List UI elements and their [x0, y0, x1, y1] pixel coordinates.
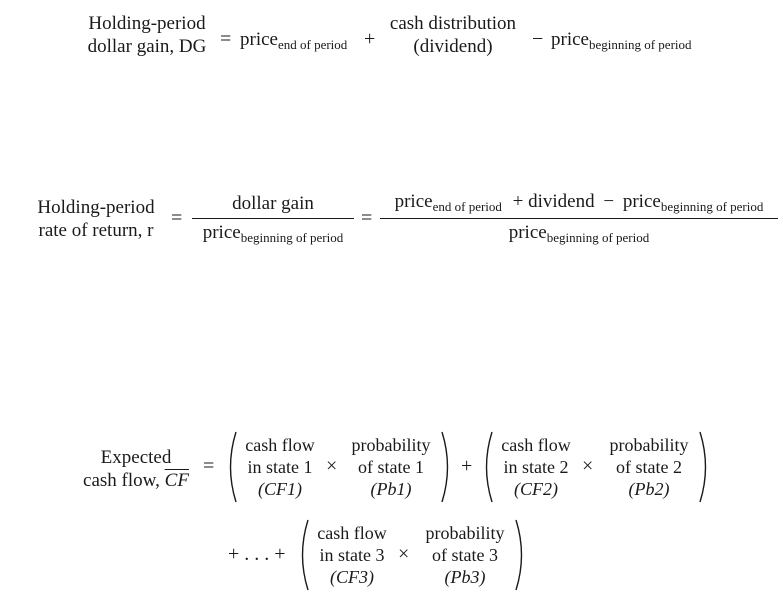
eq2-frac1-denominator: pricebeginning of period [199, 219, 348, 246]
eq2-num-price-begin: price [622, 191, 661, 212]
eq2-lhs-line2-text: rate of return, r [38, 220, 154, 241]
eq3-s1-pb-l1: probability [351, 435, 431, 455]
eq1-price-begin-base: price [551, 29, 589, 50]
eq3-s1-pb-l2: of state 1 [358, 457, 424, 477]
eq3-equals: = [203, 455, 215, 477]
eq1-price-begin: pricebeginning of period [551, 29, 692, 53]
eq3-s2-cf-l3: (CF2) [514, 479, 558, 499]
eq3-s2-pb-l3: (Pb2) [628, 479, 670, 499]
eq3-s3-pb-l3: (Pb3) [444, 567, 486, 587]
eq3-lhs: Expected cash flow, CF [66, 446, 206, 492]
eq3-prob-state-2: probability of state 2 (Pb2) [604, 434, 694, 500]
eq2-frac1-den-sub: beginning of period [240, 230, 344, 245]
eq1-dividend: cash distribution (dividend) [380, 12, 526, 58]
eq2-num-price-end: price [394, 191, 433, 212]
eq1-price-end: priceend of period [240, 29, 347, 53]
right-paren-icon [515, 519, 523, 591]
eq2-frac2-denominator: pricebeginning of period [505, 219, 654, 246]
eq2-num-price-begin-sub: beginning of period [660, 199, 764, 214]
eq3-s1-cf-l3: (CF1) [258, 479, 302, 499]
eq1-minus: − [532, 28, 544, 50]
eq3-times-1: × [326, 455, 338, 477]
eq3-prob-state-1: probability of state 1 (Pb1) [346, 434, 436, 500]
eq2-frac2-den-sub: beginning of period [546, 230, 650, 245]
left-paren-icon [485, 431, 493, 503]
eq2-frac2-den-base: price [508, 222, 547, 243]
eq3-s2-pb-l1: probability [609, 435, 689, 455]
right-paren-icon [699, 431, 707, 503]
eq1-lhs-line2: dollar gain, DG [87, 36, 207, 57]
eq2-num-plus-dividend: + dividend [512, 191, 595, 212]
eq3-lhs-line2: cash flow, CF [66, 469, 206, 492]
eq3-s2-cf-l1: cash flow [501, 435, 571, 455]
eq3-times-3: × [398, 543, 410, 565]
eq3-plus: + [461, 455, 473, 477]
eq1-dividend-line2: (dividend) [413, 36, 493, 57]
eq3-s2-cf-l2: in state 2 [503, 457, 569, 477]
eq3-cf-symbol: CF [164, 470, 189, 491]
eq2-frac1-numerator: dollar gain [232, 193, 314, 214]
eq2-num-minus: − [603, 191, 615, 212]
eq3-s1-cf-l2: in state 1 [247, 457, 313, 477]
eq3-cf-state-2: cash flow in state 2 (CF2) [494, 434, 578, 500]
eq3-s3-cf-l3: (CF3) [330, 567, 374, 587]
eq2-lhs-line1: Holding-period [37, 197, 155, 218]
eq3-lhs-line1: Expected [100, 447, 172, 468]
eq3-s3-pb-l2: of state 3 [432, 545, 498, 565]
right-paren-icon [441, 431, 449, 503]
eq1-plus: + [364, 28, 376, 50]
eq2-frac2-numerator: priceend of period + dividend − pricebeg… [391, 191, 768, 218]
eq3-cf-state-3: cash flow in state 3 (CF3) [310, 522, 394, 588]
eq2-frac1-den-base: price [202, 222, 241, 243]
eq2-num-price-end-sub: end of period [432, 199, 502, 214]
eq2-equals-1: = [171, 207, 183, 229]
eq3-s3-cf-l1: cash flow [317, 523, 387, 543]
eq1-price-end-base: price [240, 29, 278, 50]
eq1-lhs: Holding-period dollar gain, DG [72, 12, 222, 58]
eq2-fraction-1: dollar gain pricebeginning of period [192, 193, 354, 246]
eq2-frac1-bar [192, 218, 354, 219]
left-paren-icon [301, 519, 309, 591]
eq2-lhs-line2: rate of return, r [26, 219, 166, 242]
eq3-cf-state-1: cash flow in state 1 (CF1) [238, 434, 322, 500]
eq3-lhs-line2-text: cash flow, [83, 470, 160, 491]
eq1-price-end-sub: end of period [277, 37, 348, 52]
eq1-lhs-line1: Holding-period [88, 13, 206, 34]
eq2-equals-2: = [361, 207, 373, 229]
eq3-s1-cf-l1: cash flow [245, 435, 315, 455]
eq3-prob-state-3: probability of state 3 (Pb3) [420, 522, 510, 588]
eq2-fraction-2: priceend of period + dividend − pricebeg… [380, 191, 778, 246]
left-paren-icon [229, 431, 237, 503]
eq1-equals: = [220, 28, 232, 50]
eq1-dividend-line1: cash distribution [389, 13, 517, 34]
eq1-price-begin-sub: beginning of period [588, 37, 692, 52]
eq3-s3-pb-l1: probability [425, 523, 505, 543]
eq2-lhs: Holding-period rate of return, r [26, 196, 166, 242]
eq3-s3-cf-l2: in state 3 [319, 545, 385, 565]
eq3-s2-pb-l2: of state 2 [616, 457, 682, 477]
eq3-s1-pb-l3: (Pb1) [370, 479, 412, 499]
eq2-frac2-bar [380, 218, 778, 219]
eq3-times-2: × [582, 455, 594, 477]
eq3-continuation: + . . . + [228, 543, 286, 565]
